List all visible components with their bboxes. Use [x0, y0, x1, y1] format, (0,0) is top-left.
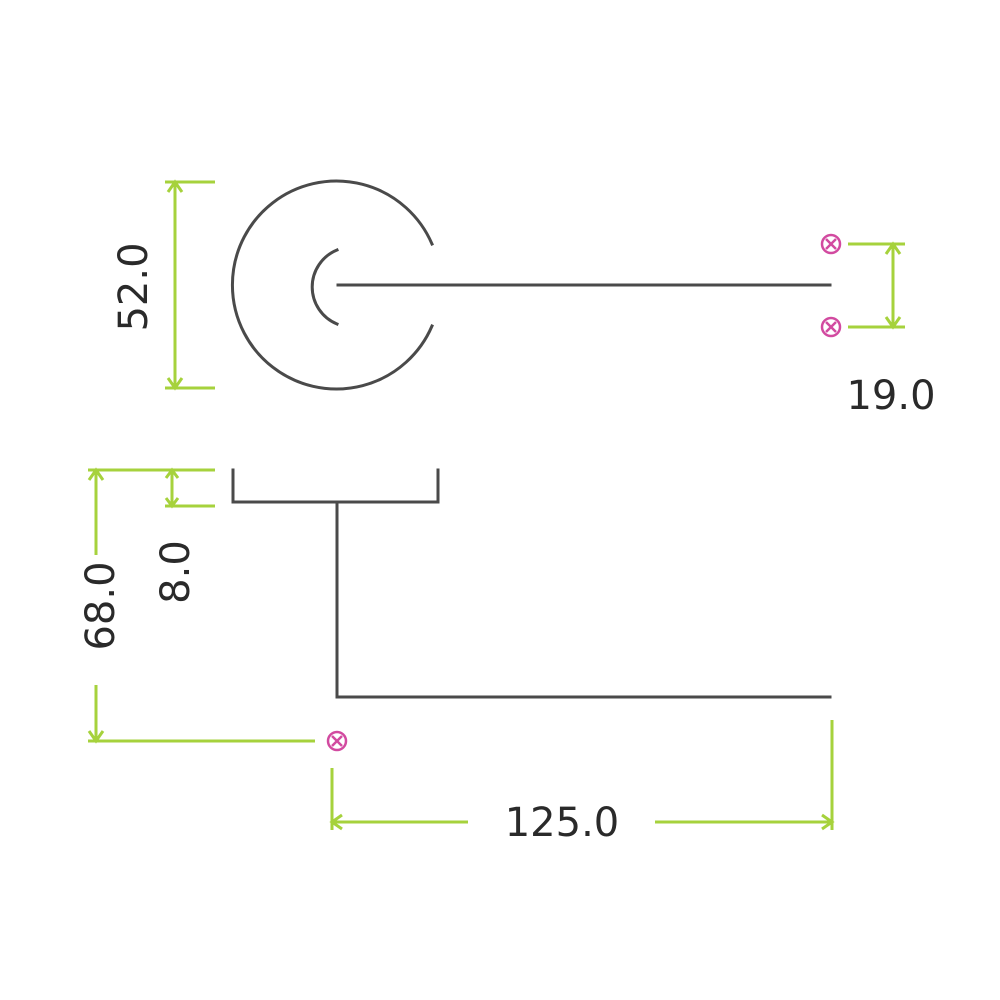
- top-view: [231, 179, 832, 391]
- dimension-label-68: 68.0: [78, 561, 124, 650]
- rose-outline: [231, 179, 434, 391]
- screw-marker-upper-icon: [820, 233, 842, 255]
- pivot-marker-icon: [326, 730, 348, 752]
- dimension-label-52: 52.0: [111, 242, 157, 331]
- rose-side-profile: [231, 468, 440, 504]
- dimension-52: [165, 179, 215, 391]
- dimension-125: [329, 720, 835, 831]
- dimension-68: [87, 467, 315, 744]
- dimension-label-125: 125.0: [505, 800, 620, 846]
- side-view: [231, 468, 832, 699]
- dimension-19: [848, 241, 905, 330]
- screw-marker-lower-icon: [820, 316, 842, 338]
- dimension-label-19: 19.0: [846, 373, 935, 419]
- lever-side-profile: [335, 500, 832, 699]
- dimension-label-8: 8.0: [153, 540, 199, 604]
- dimension-8: [164, 467, 215, 509]
- spindle-arc: [310, 248, 339, 326]
